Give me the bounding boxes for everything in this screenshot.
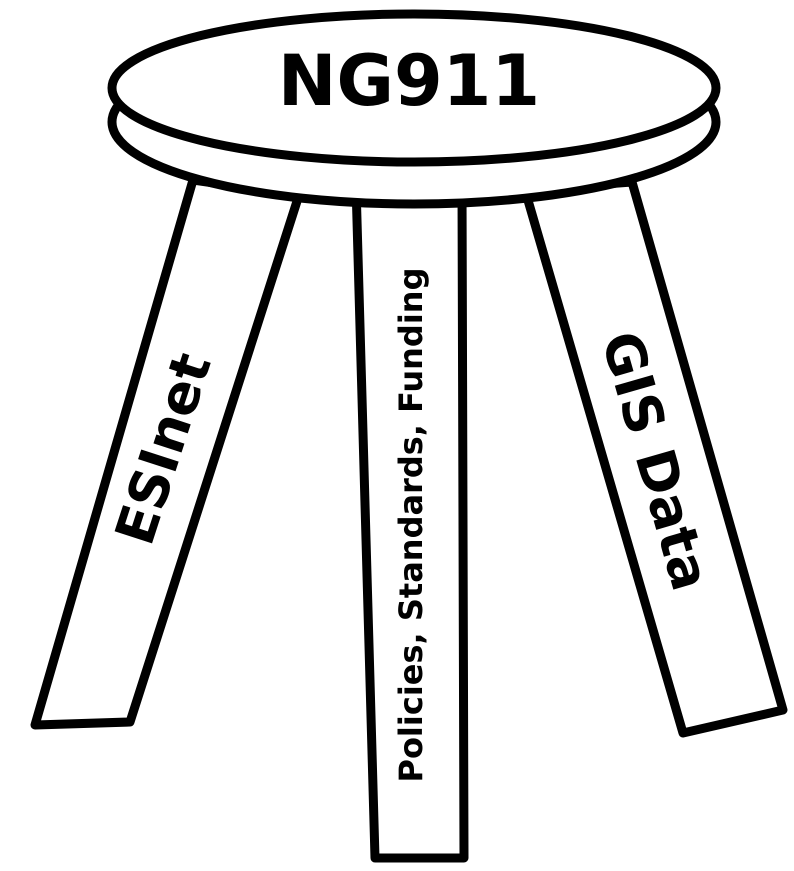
seat-label: NG911 xyxy=(278,40,540,122)
seat-top xyxy=(107,9,721,167)
center-leg-label: Policies, Standards, Funding xyxy=(392,268,430,783)
